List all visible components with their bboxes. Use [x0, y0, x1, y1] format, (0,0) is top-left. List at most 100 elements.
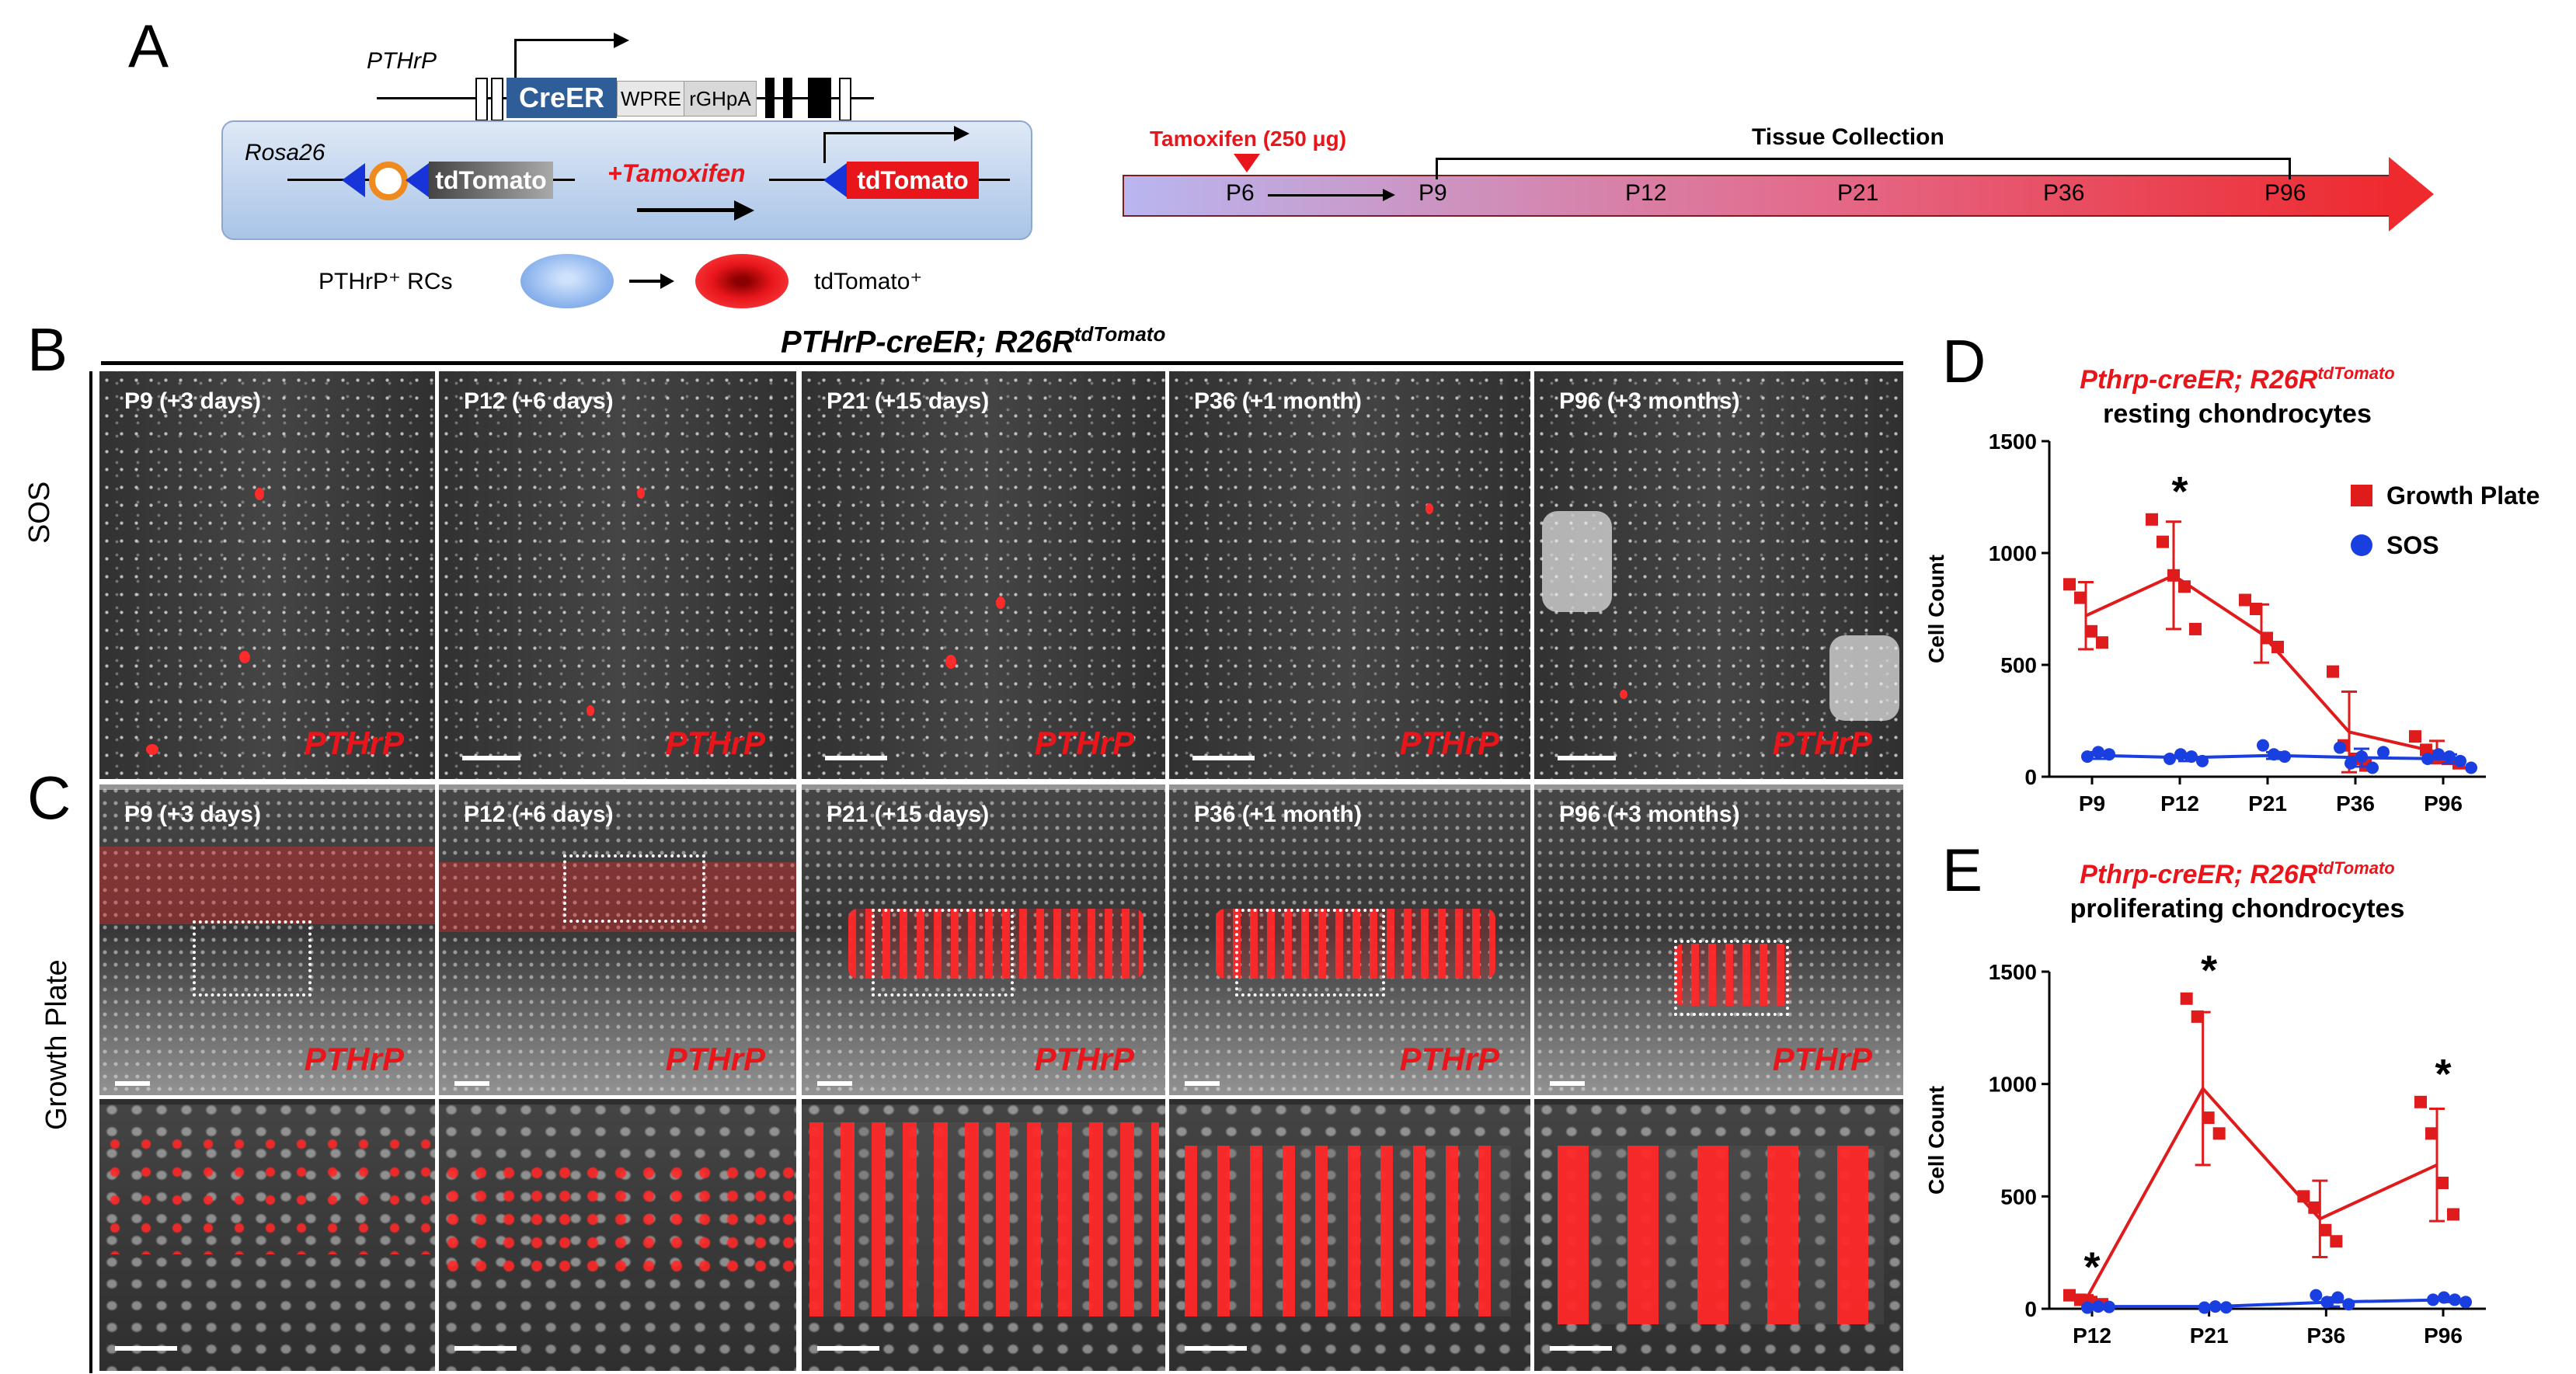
micrograph-header: PTHrP-creER; R26RtdTomato [781, 322, 1166, 360]
data-point-sos [2103, 748, 2115, 761]
data-point-growth-plate [2167, 569, 2180, 582]
labeled-cell [255, 488, 264, 500]
data-point-growth-plate [2447, 1208, 2459, 1221]
wpre-box: WPRE [617, 81, 685, 117]
data-point-sos [2174, 748, 2187, 761]
scale-bar [825, 756, 887, 760]
data-point-growth-plate [2085, 624, 2097, 638]
data-point-growth-plate [2191, 1010, 2204, 1023]
chart-subtitle: proliferating chondrocytes [2070, 894, 2405, 924]
blue-cell-icon [520, 254, 614, 308]
x-tick-label: P9 [2079, 791, 2105, 816]
data-point-sos [2454, 754, 2466, 767]
data-point-sos [2196, 754, 2209, 767]
data-point-growth-plate [2250, 603, 2262, 615]
significance-star: * [2171, 468, 2188, 515]
y-tick-label: 0 [2024, 1297, 2037, 1321]
data-point-sos [2342, 1298, 2355, 1311]
series-line-sos [2098, 1298, 2450, 1309]
labeled-cell [996, 597, 1005, 609]
red-cell-icon [695, 254, 788, 308]
labeled-cell [587, 705, 594, 716]
chart-proliferating: Pthrp-creER; R26RtdTomato proliferating c… [1924, 858, 2486, 1348]
scale-bar [1550, 1346, 1612, 1351]
injection-marker-icon [1234, 154, 1260, 172]
data-point-growth-plate [2157, 535, 2169, 548]
x-tick-label: P96 [2424, 791, 2463, 816]
data-point-growth-plate [2063, 578, 2076, 591]
significance-star: * [2201, 948, 2217, 994]
cell-arrow-shaft [629, 280, 664, 283]
scale-bar [1185, 1346, 1247, 1351]
data-point-sos [2443, 750, 2456, 764]
scale-bar [454, 1081, 489, 1086]
micrograph-gp-p96: P96 (+3 months) PTHrP [1534, 784, 1903, 1095]
timeline-point: P21 [1837, 180, 1879, 206]
micrograph-gp-p12: P12 (+6 days) PTHrP [439, 784, 796, 1095]
exon-box [765, 78, 775, 118]
data-point-growth-plate [2414, 1095, 2427, 1108]
labeled-columns [1216, 909, 1495, 979]
data-point-sos [2081, 750, 2094, 764]
micrograph-title: P21 (+15 days) [827, 802, 990, 827]
legend-marker-sos [2351, 534, 2372, 556]
data-point-sos [2185, 750, 2198, 764]
promoter-arrow-head-icon [954, 126, 969, 141]
data-point-growth-plate [2189, 622, 2202, 635]
data-point-growth-plate [2271, 640, 2284, 653]
micrograph-sos-p96: P96 (+3 months) PTHrP [1534, 371, 1903, 779]
data-point-sos [2438, 1291, 2450, 1304]
gene-label: PTHrP [304, 725, 404, 761]
timeline-inner-arrow [1268, 194, 1384, 197]
scale-bar [115, 1081, 150, 1086]
y-tick-label: 0 [2024, 765, 2037, 789]
labeled-columns [809, 1122, 1159, 1317]
micrograph-title: P12 (+6 days) [464, 802, 614, 827]
y-tick-label: 1000 [1989, 1073, 2037, 1097]
micrograph-sos-p21: P21 (+15 days) PTHrP [802, 371, 1165, 779]
data-point-growth-plate [2330, 1235, 2343, 1248]
recombination-arrow-icon [734, 200, 754, 221]
tdtomato-cell-label: tdTomato⁺ [814, 269, 923, 294]
pthrp-rc-label: PTHrP⁺ RCs [319, 269, 453, 294]
panel-label-d: D [1942, 327, 1986, 395]
promoter-arrow-head-icon [614, 33, 629, 48]
chart-title-sup: tdTomato [2317, 364, 2394, 383]
x-tick-label: P12 [2073, 1324, 2111, 1348]
zoom-region-box [563, 854, 705, 923]
tamoxifen-label: +Tamoxifen [607, 159, 746, 187]
micrograph-zoom-p12 [439, 1099, 796, 1371]
data-point-sos [2320, 1296, 2334, 1309]
x-tick-label: P12 [2160, 791, 2199, 816]
data-point-sos [2103, 1300, 2115, 1313]
micrograph-sos-p12: P12 (+6 days) PTHrP [439, 371, 796, 779]
recombination-arrow-shaft [637, 208, 738, 212]
gene-label: PTHrP [1399, 725, 1499, 761]
gene-label: PTHrP [304, 1041, 404, 1077]
exon-box [808, 78, 831, 118]
x-tick-label: P96 [2424, 1324, 2463, 1348]
chart-title: Pthrp-creER; R26RtdTomato [2080, 858, 2394, 889]
chart-title-text: Pthrp-creER; R26R [2080, 365, 2318, 395]
tdtomato-box-off: tdTomato [429, 162, 553, 199]
data-point-sos [2092, 1300, 2104, 1313]
labeled-cell [239, 651, 250, 663]
micrograph-zoom-p36 [1169, 1099, 1530, 1371]
bright-region [1542, 511, 1612, 612]
data-point-sos [2278, 750, 2291, 764]
scale-bar [454, 1346, 517, 1351]
gene-label: PTHrP [1034, 725, 1134, 761]
panel-label-a: A [128, 12, 169, 80]
micrograph-gp-p9: P9 (+3 days) PTHrP [99, 784, 435, 1095]
data-point-sos [2366, 761, 2379, 774]
chart-subtitle: resting chondrocytes [2103, 399, 2372, 429]
data-point-growth-plate [2180, 992, 2193, 1005]
data-point-sos [2334, 741, 2346, 754]
data-point-growth-plate [2074, 591, 2087, 604]
promoter-arrow-shaft [823, 132, 956, 134]
exon-box [839, 78, 851, 121]
zoom-region-box [1235, 909, 1385, 997]
zoom-region-box [872, 909, 1014, 997]
micrograph-gp-p36: P36 (+1 month) PTHrP [1169, 784, 1530, 1095]
data-point-growth-plate [2327, 665, 2339, 678]
